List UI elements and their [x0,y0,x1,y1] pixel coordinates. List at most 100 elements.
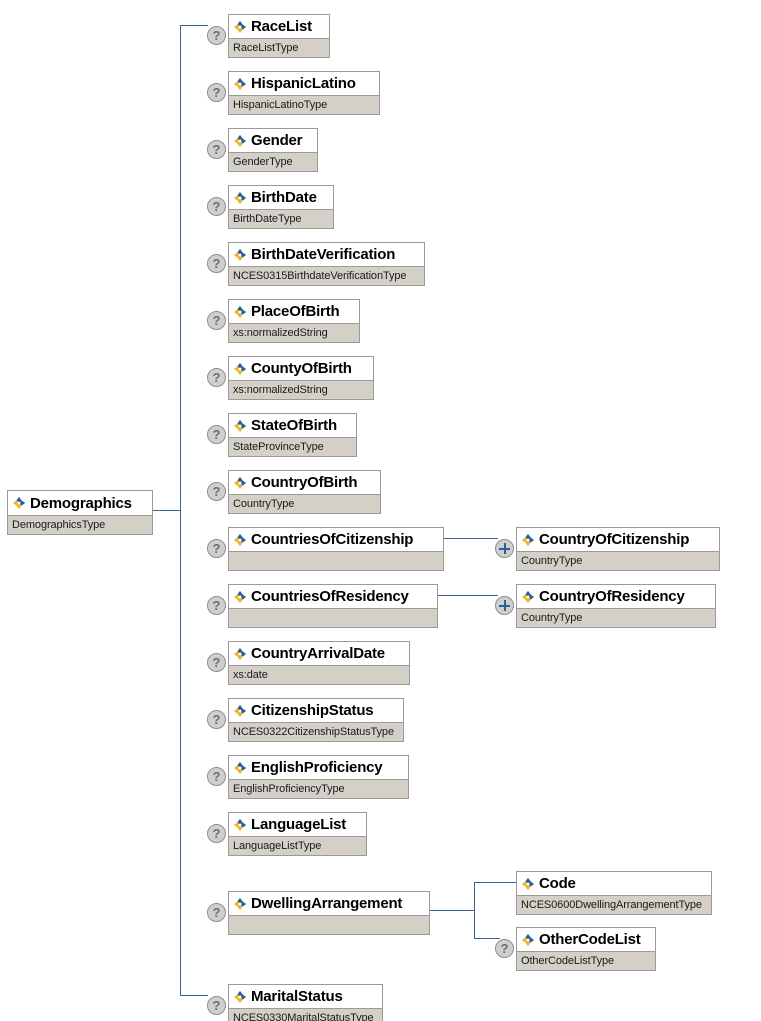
xsd-element-icon [233,305,247,318]
node-subtitle: xs:normalizedString [229,380,373,399]
optional-badge-othercodelist[interactable]: ? [495,939,514,958]
node-title: DwellingArrangement [229,892,429,915]
optional-badge-racelist[interactable]: ? [207,26,226,45]
node-name: CountyOfBirth [251,360,352,377]
node-title: MaritalStatus [229,985,382,1008]
node-name: Demographics [30,494,132,512]
node-type: DemographicsType [12,518,106,531]
node-title: StateOfBirth [229,414,356,437]
connector-dwelling-fork-vertical [474,882,475,938]
xsd-element-icon [521,933,535,946]
node-title: LanguageList [229,813,366,836]
node-subtitle: NCES0600DwellingArrangementType [517,895,711,914]
node-subtitle: CountryType [517,608,715,627]
node-title: BirthDate [229,186,333,209]
node-title: PlaceOfBirth [229,300,359,323]
xsd-element-icon [233,191,247,204]
xsd-element-icon [233,990,247,1003]
optional-badge-englishproficiency[interactable]: ? [207,767,226,786]
node-subtitle: NCES0330MaritalStatusType [229,1008,382,1021]
xsd-element-icon [233,476,247,489]
node-subtitle: GenderType [229,152,317,171]
node-name: EnglishProficiency [251,759,383,776]
xsd-element-icon [233,818,247,831]
node-subtitle: NCES0322CitizenshipStatusType [229,722,403,741]
optional-badge-gender[interactable]: ? [207,140,226,159]
node-name: LanguageList [251,816,347,833]
node-type: CountryType [521,611,583,624]
node-subtitle [229,608,437,627]
node-type: xs:normalizedString [233,383,328,396]
node-title: BirthDateVerification [229,243,424,266]
optional-badge-countryofbirth[interactable]: ? [207,482,226,501]
node-name: CountryOfCitizenship [539,531,690,548]
node-title: CitizenshipStatus [229,699,403,722]
connector-stub-first-child [180,25,208,26]
node-name: CitizenshipStatus [251,702,374,719]
node-title: RaceList [229,15,329,38]
connector-citizenship [444,538,498,539]
optional-badge-citizenshipstatus[interactable]: ? [207,710,226,729]
node-demographics[interactable]: Demographics DemographicsType [7,490,153,535]
optional-badge-languagelist[interactable]: ? [207,824,226,843]
node-name: CountriesOfResidency [251,588,409,605]
optional-badge-countryarrivaldate[interactable]: ? [207,653,226,672]
node-title: CountryOfCitizenship [517,528,719,551]
node-subtitle: EnglishProficiencyType [229,779,408,798]
optional-badge-countyofbirth[interactable]: ? [207,368,226,387]
node-name: BirthDate [251,189,317,206]
connector-root-stub [153,510,181,511]
node-type: RaceListType [233,41,299,54]
optional-badge-birthdate[interactable]: ? [207,197,226,216]
node-name: DwellingArrangement [251,895,403,912]
optional-badge-hispaniclatino[interactable]: ? [207,83,226,102]
node-subtitle: HispanicLatinoType [229,95,379,114]
node-title: Gender [229,129,317,152]
node-type: CountryType [233,497,295,510]
xsd-element-icon [521,590,535,603]
node-subtitle: BirthDateType [229,209,333,228]
optional-badge-dwellingarrangement[interactable]: ? [207,903,226,922]
optional-badge-birthdateverification[interactable]: ? [207,254,226,273]
optional-badge-countriesofresidency[interactable]: ? [207,596,226,615]
node-name: CountriesOfCitizenship [251,531,414,548]
node-countyofbirth[interactable]: CountyOfBirth xs:normalizedString [228,356,374,400]
expand-button-countryofcitizenship[interactable] [495,539,514,558]
node-name: CountryArrivalDate [251,645,385,662]
optional-badge-stateofbirth[interactable]: ? [207,425,226,444]
optional-badge-maritalstatus[interactable]: ? [207,996,226,1015]
xsd-element-icon [233,362,247,375]
node-countriesofcitizenship[interactable]: CountriesOfCitizenship [228,527,444,571]
optional-badge-countriesofcitizenship[interactable]: ? [207,539,226,558]
node-title: Code [517,872,711,895]
node-type: GenderType [233,155,293,168]
connector-main-trunk [180,25,181,996]
expand-button-countryofresidency[interactable] [495,596,514,615]
node-name: HispanicLatino [251,75,356,92]
node-title: CountriesOfResidency [229,585,437,608]
node-dwellingarrangement[interactable]: DwellingArrangement [228,891,430,935]
node-type: OtherCodeListType [521,954,615,967]
optional-badge-placeofbirth[interactable]: ? [207,311,226,330]
node-type: CountryType [521,554,583,567]
node-subtitle: NCES0315BirthdateVerificationType [229,266,424,285]
node-countriesofresidency[interactable]: CountriesOfResidency [228,584,438,628]
node-type: StateProvinceType [233,440,324,453]
